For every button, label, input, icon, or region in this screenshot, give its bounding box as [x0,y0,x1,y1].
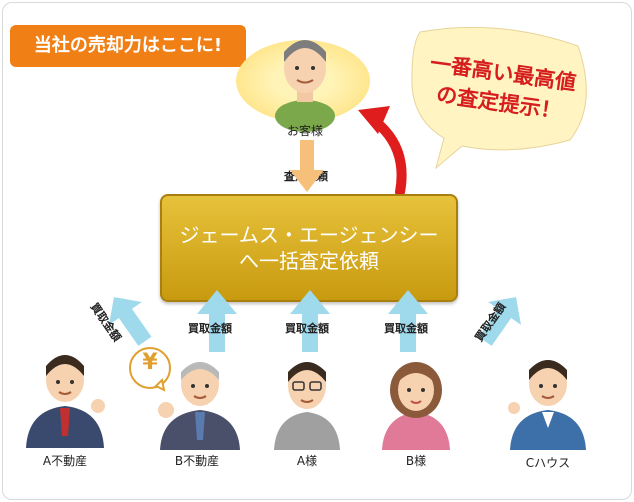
amount-arrow-a-sama [290,290,330,352]
amount-arrow-c-house [478,297,521,346]
customer-figure [275,40,335,132]
customer-hair [284,40,326,62]
customer-shirt [275,100,335,132]
buyer-figure-a-realestate [26,355,105,448]
buyer-label-c-house: Cハウス [525,456,571,470]
request-arrow [290,140,324,192]
buyer-label-b-realestate: B不動産 [174,454,220,468]
amount-label-a-sama: 買取金額 [285,322,329,335]
yen-icon: ¥ [142,350,158,375]
customer-label: お客様 [286,124,323,138]
amount-arrow-a-realestate [109,297,152,346]
buyer-figure-b-realestate [158,362,240,450]
yen-bubble [129,347,171,392]
callout-bubble [411,26,587,170]
amount-arrow-b-sama [388,290,428,352]
customer-face [284,43,326,93]
agency-box: ジェームス・エージェンシー へ一括査定依頼 [160,194,458,302]
result-arrow [358,106,407,197]
buyer-label-a-sama: A様 [296,454,318,468]
agency-box-line1: ジェームス・エージェンシー [179,223,439,247]
agency-box-line2: へ一括査定依頼 [239,249,379,273]
amount-label-b-sama: 買取金額 [384,322,428,335]
buyer-label-b-sama: B様 [405,454,427,468]
buyer-figure-a-sama [274,362,340,450]
amount-arrow-b-realestate [197,290,237,352]
buyer-figure-b-sama [382,362,450,450]
buyer-figure-c-house [508,360,586,450]
amount-label-b-realestate: 買取金額 [188,322,232,335]
headline-badge: 当社の売却力はここに! [10,25,246,67]
buyer-label-a-realestate: A不動産 [42,454,88,468]
